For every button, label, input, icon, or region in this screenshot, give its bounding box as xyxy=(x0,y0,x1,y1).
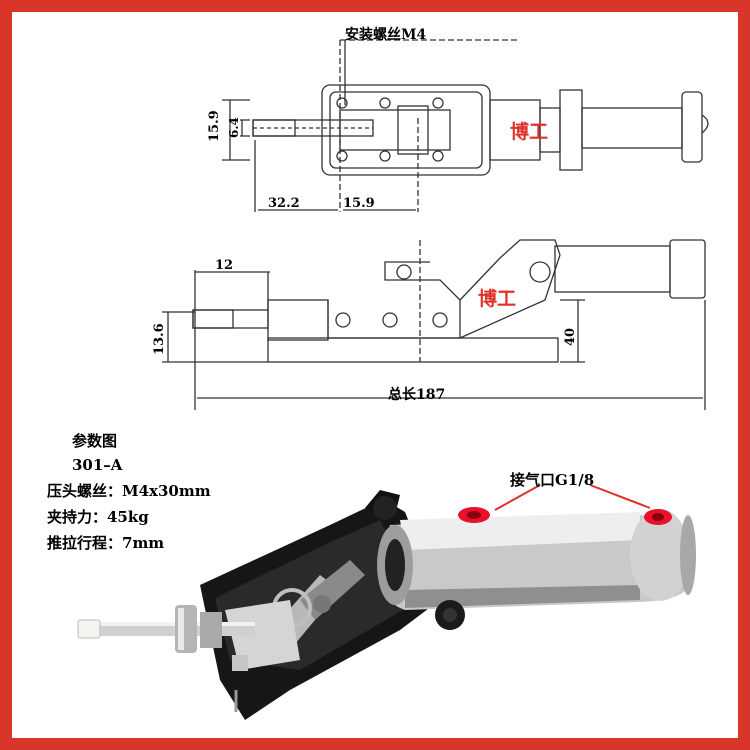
spec-title: 参数图 xyxy=(72,432,118,450)
air-port-label: 接气口G1/8 xyxy=(510,471,595,489)
dim-13-6: 13.6 xyxy=(152,323,167,355)
dim-40: 40 xyxy=(563,327,578,346)
total-length-label: 总长187 xyxy=(388,387,446,403)
spec-clamp-force: 夹持力：45kg xyxy=(47,508,149,526)
spec-head-screw: 压头螺丝：M4x30mm xyxy=(47,482,211,500)
dim-15-9-horizontal: 15.9 xyxy=(343,196,375,211)
dim-12: 12 xyxy=(215,258,234,273)
mount-screw-label: 安装螺丝M4 xyxy=(345,27,427,43)
spec-stroke: 推拉行程：7mm xyxy=(47,534,165,552)
brand-mark-side: 博工 xyxy=(478,288,517,310)
side-view xyxy=(162,239,706,410)
top-view xyxy=(222,39,709,212)
brand-mark-top: 博工 xyxy=(510,121,549,143)
dim-32-2: 32.2 xyxy=(268,196,300,211)
product-photo xyxy=(77,484,696,720)
dim-6-4: 6.4 xyxy=(227,117,241,138)
spec-model: 301–A xyxy=(72,456,123,474)
dim-15-9-vertical: 15.9 xyxy=(207,110,222,142)
